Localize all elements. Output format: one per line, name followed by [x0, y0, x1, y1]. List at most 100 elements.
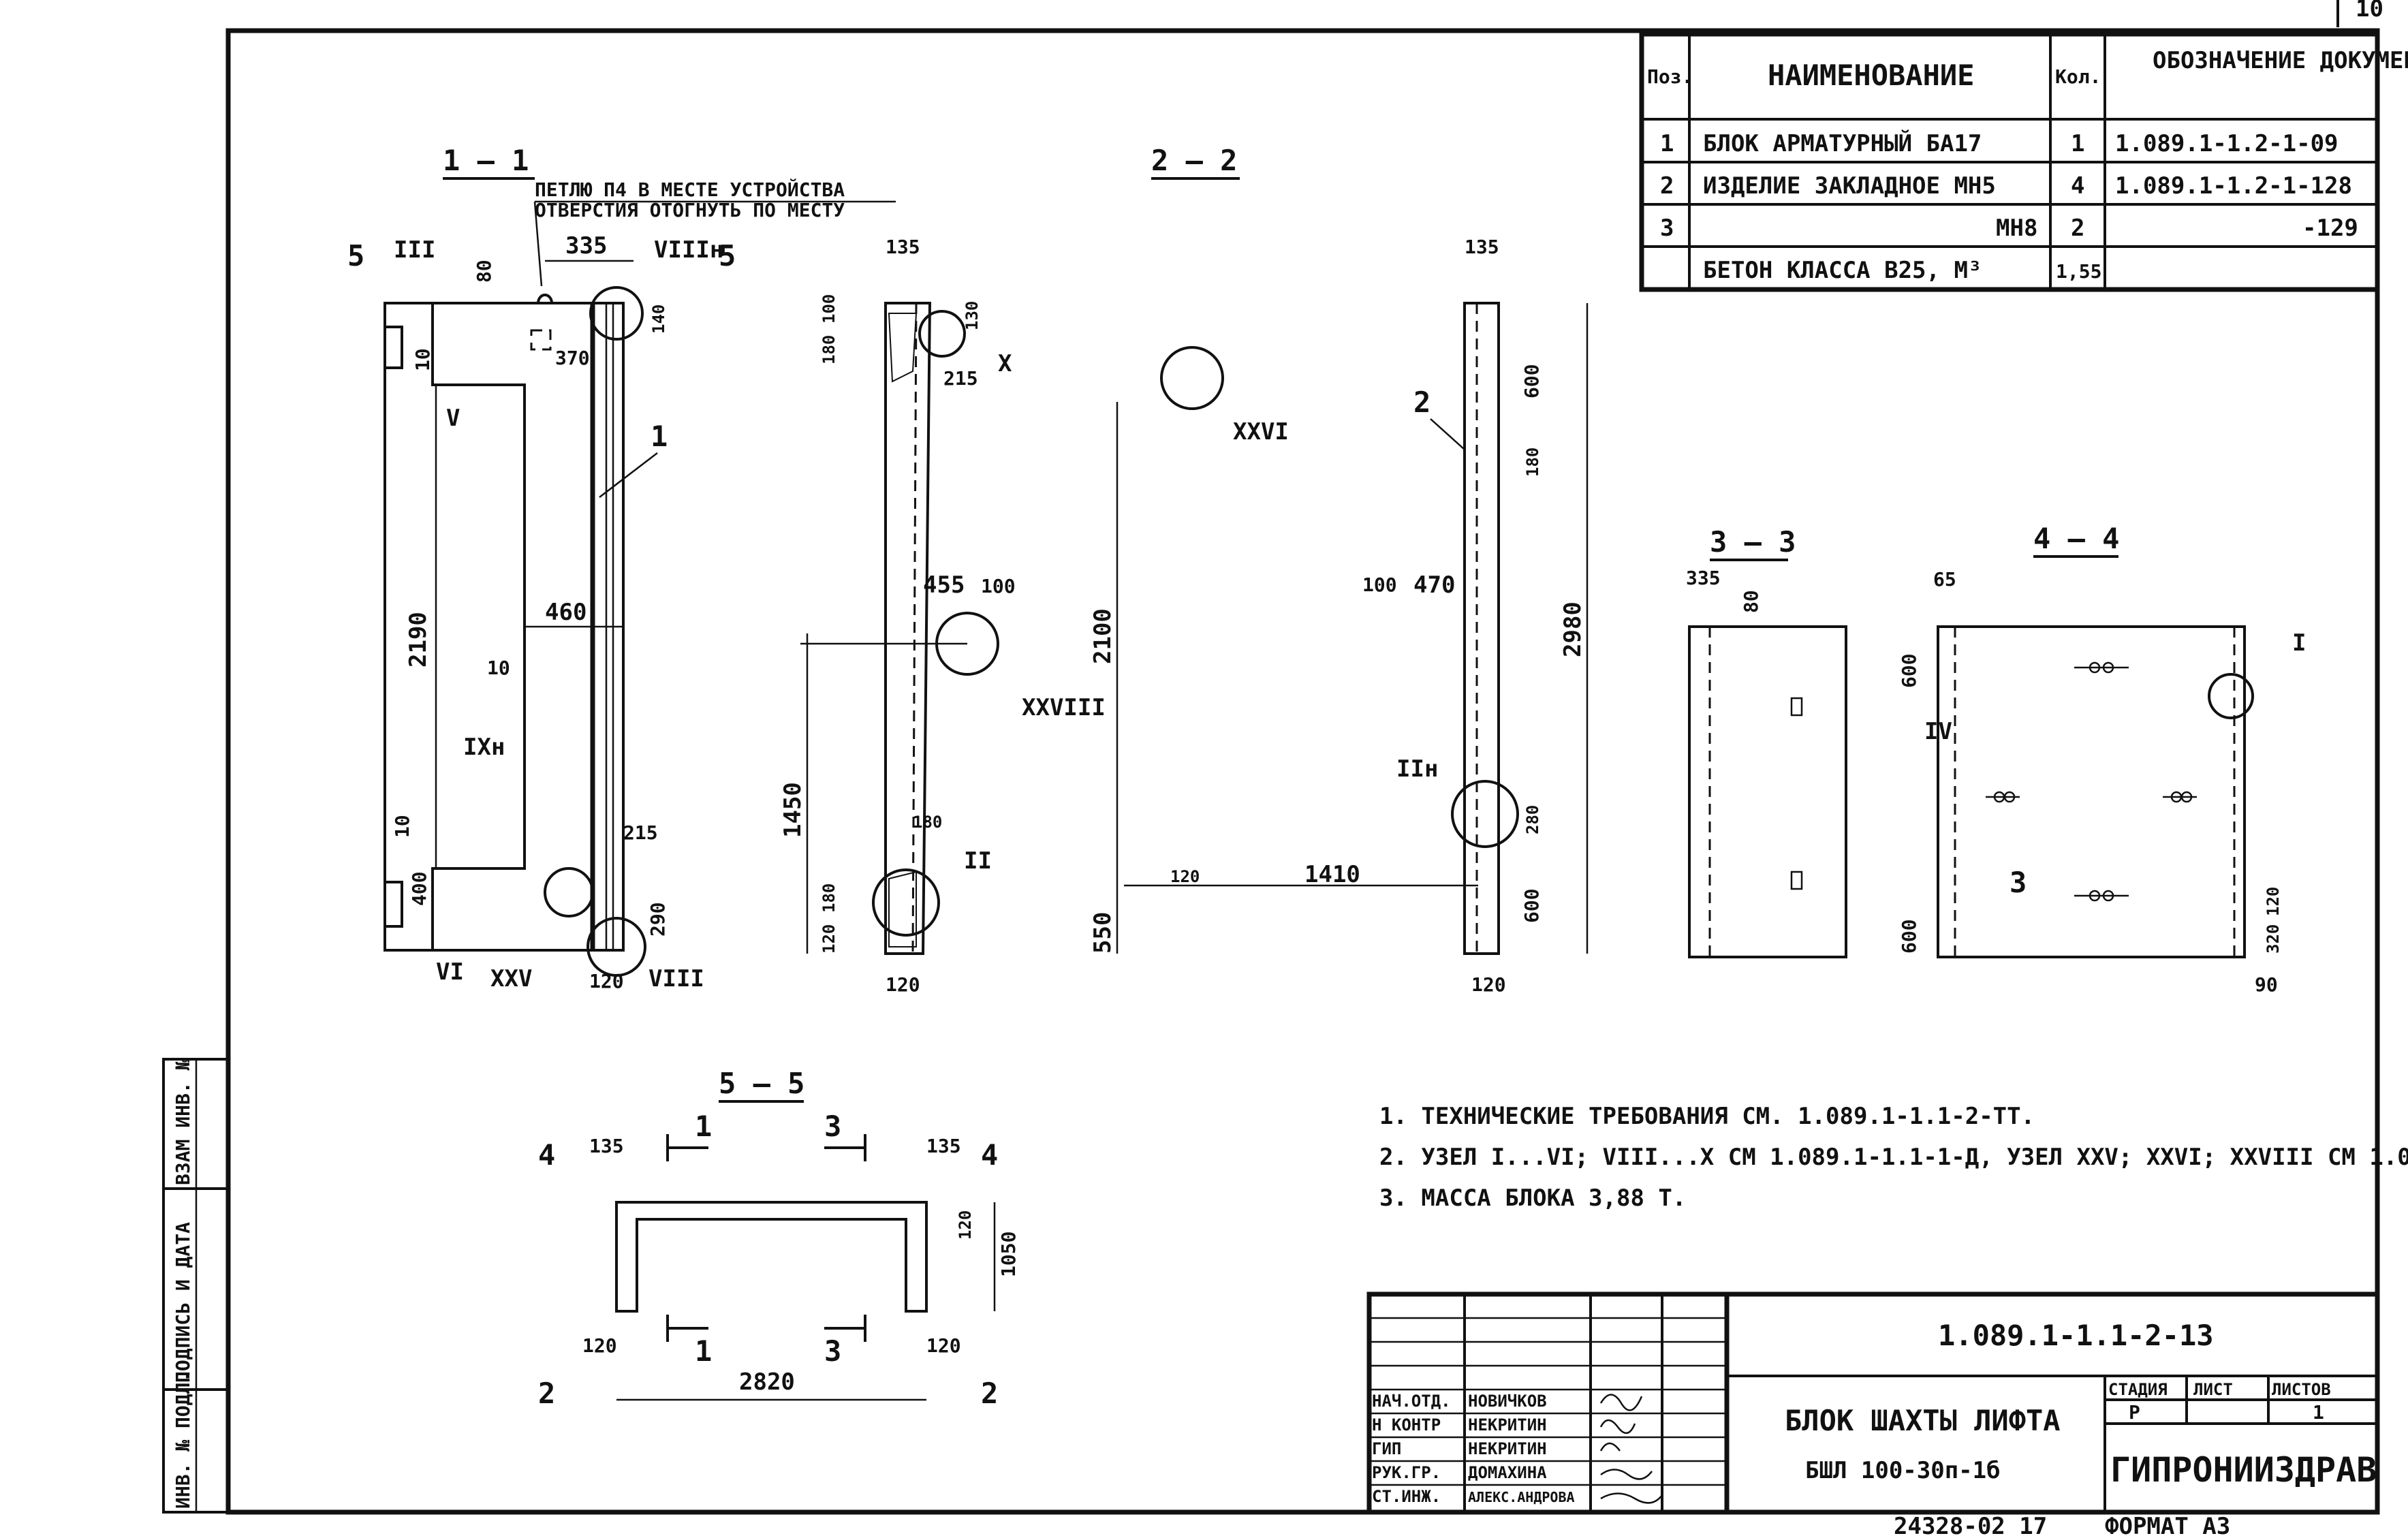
s11-node-V: V [446, 405, 460, 432]
s55-dim-120c: 120 [926, 1334, 961, 1357]
s22-dim-280: 280 [1523, 805, 1542, 834]
s11-dim-10c: 10 [391, 815, 413, 838]
signer-role-2: Н КОНТР [1372, 1415, 1441, 1435]
s22-dim-1410: 1410 [1304, 861, 1360, 888]
s55-mark-3-bottom: 3 [824, 1334, 841, 1368]
signer-role-3: ГИП [1372, 1439, 1401, 1458]
s22-dim-455: 455 [923, 571, 965, 599]
s22-node-II: II [964, 847, 992, 875]
s22-dim-100c: 100 [1362, 574, 1397, 596]
s11-mark-5-right: 5 [719, 239, 736, 272]
s11-dim-2190: 2190 [405, 612, 432, 668]
sheets-label: ЛИСТОВ [2272, 1380, 2331, 1399]
signer-name-3: НЕКРИТИН [1468, 1439, 1547, 1458]
section-1-1-note-1: ПЕТЛЮ П4 В МЕСТЕ УСТРОЙСТВА [535, 178, 845, 201]
s22-dim-180c: 180 [819, 883, 839, 913]
title-line-1: БЛОК ШАХТЫ ЛИФТА [1785, 1404, 2061, 1437]
note-2: 2. УЗЕЛ I...VI; VIII...X СМ 1.089.1-1.1-… [1379, 1144, 2408, 1171]
s22-dim-100b: 100 [981, 575, 1016, 597]
signer-role-5: СТ.ИНЖ. [1372, 1487, 1441, 1506]
s22-dim-180b: 180 [1523, 448, 1542, 477]
section-2-2-title: 2 – 2 [1151, 144, 1237, 177]
s44-dim-90: 90 [2255, 973, 2278, 996]
s22-dim-180d: 180 [913, 813, 942, 832]
s44-dim-320: 320 [2264, 924, 2283, 954]
signer-role-1: НАЧ.ОТД. [1372, 1392, 1451, 1411]
section-1-1-note-2: ОТВЕРСТИЯ ОТОГНУТЬ ПО МЕСТУ [535, 199, 845, 221]
spec-row1-name: БЛОК АРМАТУРНЫЙ БА17 [1703, 129, 1982, 157]
s11-node-VI: VI [436, 958, 464, 986]
signer-name-5: АЛЕКС.АНДРОВА [1468, 1489, 1575, 1505]
s11-node-VIIIh: VIIIн [654, 236, 723, 264]
s11-dim-335: 335 [565, 232, 607, 260]
s22-node-IIh: IIн [1396, 755, 1438, 783]
s55-dim-2820: 2820 [739, 1368, 795, 1396]
s22-dim-215: 215 [943, 367, 978, 390]
stamp-inv: ИНВ. № ПОДЛ. [172, 1371, 194, 1509]
s44-dim-600a: 600 [1898, 653, 1920, 688]
signer-name-2: НЕКРИТИН [1468, 1415, 1547, 1435]
section-1-1-title: 1 – 1 [443, 144, 529, 177]
spec-row3-qty: 2 [2071, 215, 2084, 242]
s22-mark-2: 2 [1413, 386, 1430, 419]
s22-dim-100: 100 [819, 294, 839, 324]
org-name: ГИПРОНИИЗДРАВ [2110, 1450, 2377, 1490]
stamp-signature-date: ПОДПИСЬ И ДАТА [172, 1222, 194, 1383]
s11-node-VIII: VIII [648, 965, 704, 992]
s55-mark-2-right: 2 [981, 1377, 998, 1410]
spec-table: Поз. НАИМЕНОВАНИЕ Кол. ОБОЗНАЧЕНИЕ ДОКУМ… [1639, 31, 2408, 292]
s11-dim-10a: 10 [411, 348, 434, 371]
section-5-5: 5 – 5 135 135 120 1050 120 120 2820 4 4 … [538, 1067, 1020, 1410]
s22-node-XXVIII: XXVIII [1022, 694, 1106, 721]
s55-mark-2-left: 2 [538, 1377, 555, 1410]
format-label: ФОРМАТ А3 [2105, 1513, 2230, 1536]
s55-mark-4-left: 4 [538, 1138, 555, 1172]
s22-node-XXVI: XXVI [1233, 418, 1289, 445]
note-1: 1. ТЕХНИЧЕСКИЕ ТРЕБОВАНИЯ СМ. 1.089.1-1.… [1379, 1103, 2035, 1130]
s22-dim-470: 470 [1413, 571, 1455, 599]
stamp-vzam: ВЗАМ ИНВ. № [172, 1059, 194, 1185]
s44-dim-120: 120 [2264, 887, 2283, 916]
signature-marks [1599, 1394, 1663, 1504]
spec-row2-doc: 1.089.1-1.2-1-128 [2115, 172, 2352, 200]
s11-node-IXh: IXн [463, 734, 505, 761]
s55-dim-135b: 135 [926, 1135, 961, 1157]
s11-dim-460: 460 [545, 599, 587, 626]
s22-dim-2100: 2100 [1089, 608, 1116, 664]
spec-header-name: НАИМЕНОВАНИЕ [1768, 59, 1974, 92]
s44-mark-3: 3 [2010, 866, 2027, 899]
s55-dim-120b: 120 [582, 1334, 617, 1357]
s22-dim-135a: 135 [886, 236, 920, 258]
stage-label: СТАДИЯ [2108, 1380, 2168, 1399]
s22-node-X: X [998, 350, 1012, 377]
sheet-frame [225, 28, 2380, 1515]
section-2-2: 2 – 2 135 135 180 100 130 215 600 180 45… [779, 144, 1589, 996]
s22-dim-2980: 2980 [1559, 601, 1586, 657]
signer-name-1: НОВИЧКОВ [1468, 1392, 1547, 1411]
spec-header-doc: ОБОЗНАЧЕНИЕ ДОКУМЕНТА [2153, 47, 2408, 74]
spec-row1-qty: 1 [2071, 130, 2084, 157]
section-1-1: 1 – 1 ПЕТЛЮ П4 В МЕСТЕ УСТРОЙСТВА ОТВЕРС… [347, 144, 896, 992]
spec-row3-pos: 3 [1660, 215, 1674, 242]
bottom-code: 24328-02 17 [1894, 1513, 2047, 1536]
side-stamp: ВЗАМ ИНВ. № ПОДПИСЬ И ДАТА ИНВ. № ПОДЛ. [162, 1058, 230, 1514]
s11-dim-215: 215 [623, 821, 658, 844]
s44-dim-65: 65 [1933, 568, 1956, 591]
title-block: 1.089.1-1.1-2-13 БЛОК ШАХТЫ ЛИФТА БШЛ 10… [1366, 1291, 2380, 1515]
spec-header-qty: Кол. [2055, 65, 2101, 88]
spec-row4-qty: 1,55 [2056, 260, 2101, 283]
s22-dim-600a: 600 [1520, 364, 1543, 398]
s55-mark-3-top: 3 [824, 1110, 841, 1143]
s22-dim-120b: 120 [1170, 867, 1200, 886]
s22-dim-135b: 135 [1465, 236, 1499, 258]
s22-dim-120a: 120 [819, 924, 839, 954]
s44-dim-600b: 600 [1898, 919, 1920, 954]
s44-node-IV: IV [1924, 718, 1952, 745]
s22-dim-550: 550 [1089, 912, 1116, 954]
sheet-label: ЛИСТ [2193, 1380, 2233, 1399]
s55-mark-1-top: 1 [695, 1110, 712, 1143]
s11-dim-400: 400 [408, 871, 431, 906]
spec-row1-doc: 1.089.1-1.2-1-09 [2115, 130, 2339, 157]
stage-value: Р [2129, 1401, 2140, 1424]
